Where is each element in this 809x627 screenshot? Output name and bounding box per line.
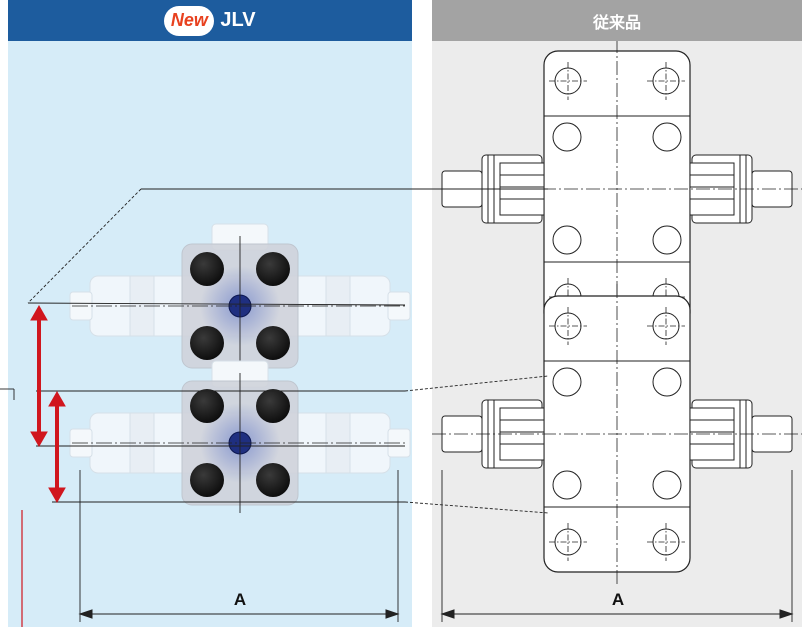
jlv-title: JLV [220, 9, 256, 31]
pitch-arrow-small [48, 390, 66, 504]
dimension-label-right: A [611, 590, 625, 609]
jlv-header: New JLV [8, 0, 412, 41]
dimension-a-left [78, 470, 400, 622]
dimension-a-right [440, 470, 794, 622]
dimension-label-left: A [233, 590, 247, 609]
legacy-header: 従来品 [432, 0, 802, 41]
pitch-arrow-large [30, 304, 48, 448]
projection-lines [0, 188, 549, 627]
new-badge: New [164, 5, 215, 36]
legacy-title: 従来品 [592, 14, 641, 32]
